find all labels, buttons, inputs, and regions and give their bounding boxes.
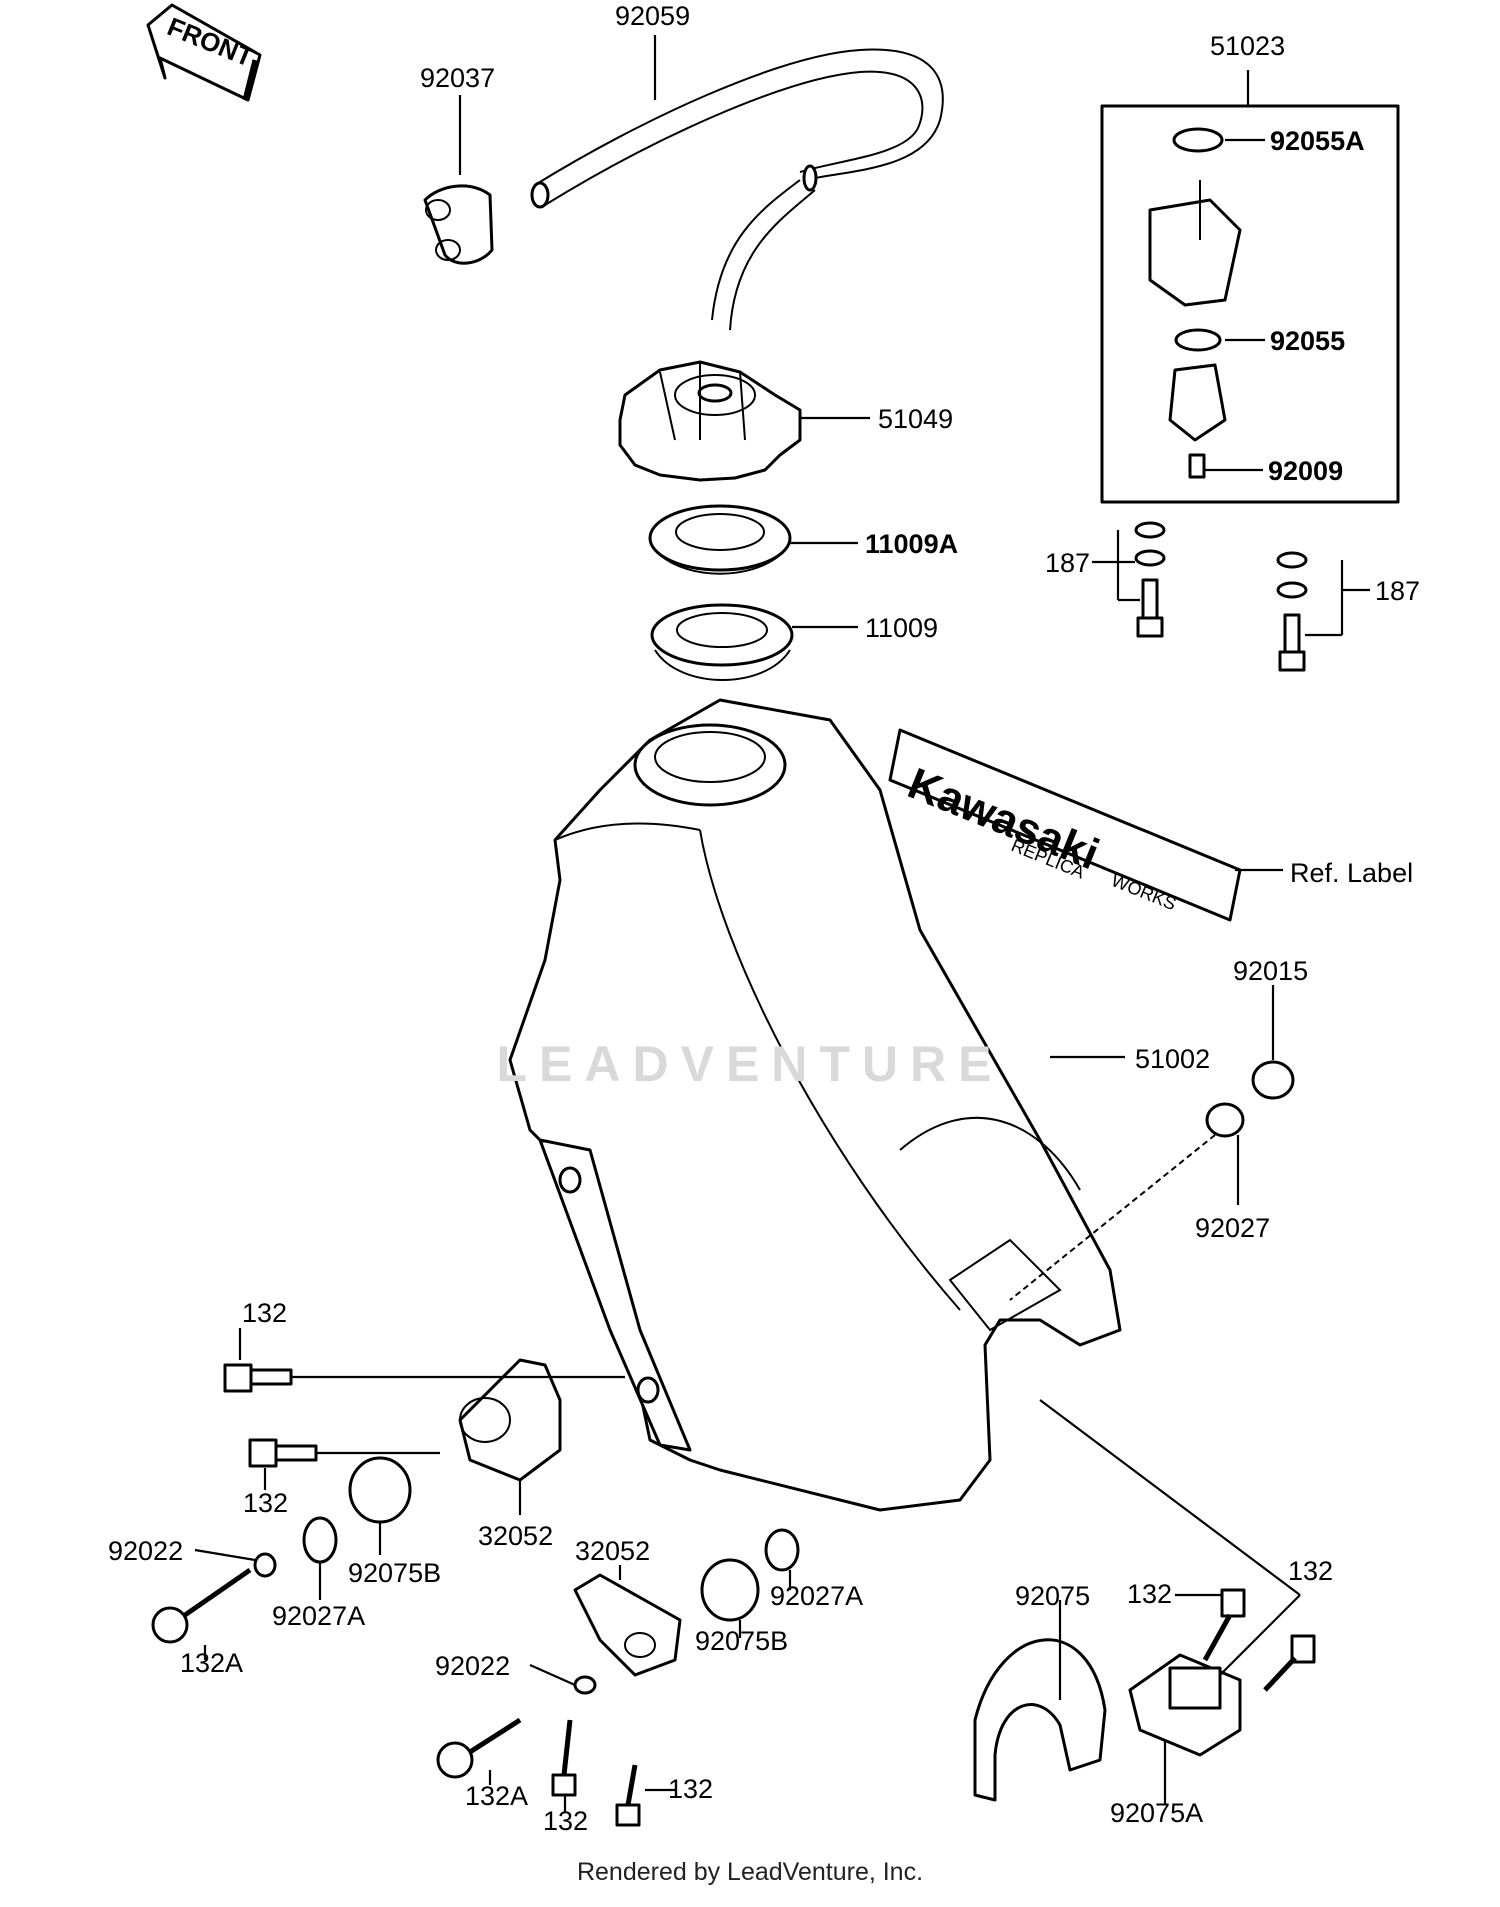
label-92037: 92037 <box>420 63 495 93</box>
label-92059: 92059 <box>615 1 690 31</box>
label-92075B-right: 92075B <box>695 1626 788 1656</box>
label-92075: 92075 <box>1015 1581 1090 1611</box>
fuel-cap <box>618 360 802 482</box>
label-11009: 11009 <box>865 613 938 643</box>
bolt-132-mid <box>551 1719 577 1797</box>
rubber-damper-right <box>573 1528 800 1695</box>
label-92015: 92015 <box>1233 956 1308 986</box>
bolt-132A-left <box>151 1567 252 1644</box>
cap-gasket-upper <box>648 504 792 575</box>
leader-lines <box>194 35 1370 1812</box>
bolt-132A-mid <box>436 1717 522 1779</box>
label-92022-mid: 92022 <box>435 1651 510 1681</box>
label-92075A: 92075A <box>1110 1798 1203 1828</box>
grommet-rear <box>1009 1060 1295 1301</box>
label-132A-left: 132A <box>180 1648 243 1678</box>
bolt-washer-set-right <box>1276 551 1308 672</box>
label-132-d: 132 <box>668 1774 713 1804</box>
label-51002: 51002 <box>1135 1044 1210 1074</box>
fuel-tank <box>508 698 1122 1512</box>
label-92055: 92055 <box>1270 326 1345 356</box>
label-92027: 92027 <box>1195 1213 1270 1243</box>
front-arrow-icon: FRONT <box>146 3 262 102</box>
label-92022-left: 92022 <box>108 1536 183 1566</box>
kawasaki-decal: Kawasaki WORKS REPLICA <box>888 728 1242 922</box>
cap-gasket-lower <box>650 603 794 681</box>
rear-damper-92075A <box>1039 1399 1316 1757</box>
label-92009: 92009 <box>1268 456 1343 486</box>
label-32052-left: 32052 <box>478 1521 553 1551</box>
footer-credit: Rendered by LeadVenture, Inc. <box>576 1858 924 1886</box>
label-132A-mid: 132A <box>465 1781 528 1811</box>
label-132-e: 132 <box>1127 1579 1172 1609</box>
label-11009A: 11009A <box>865 529 958 559</box>
bolt-washer-set-left <box>1134 521 1166 638</box>
label-187-left: 187 <box>1045 548 1090 578</box>
hose-clip <box>423 184 494 265</box>
bolt-132-lower <box>248 1438 440 1468</box>
bolt-132-bottom <box>615 1764 641 1827</box>
label-132-c: 132 <box>543 1806 588 1836</box>
label-132-f: 132 <box>1288 1556 1333 1586</box>
label-92055A: 92055A <box>1270 126 1365 156</box>
label-132-a: 132 <box>242 1298 287 1328</box>
bolt-132-top <box>223 1363 625 1393</box>
label-187-right: 187 <box>1375 576 1420 606</box>
label-32052-mid: 32052 <box>575 1536 650 1566</box>
label-51023: 51023 <box>1210 31 1285 61</box>
label-92075B-left: 92075B <box>348 1558 441 1588</box>
fuel-hose <box>530 48 944 331</box>
label-132-b: 132 <box>243 1488 288 1518</box>
fuel-tap-assembly <box>1100 104 1400 504</box>
label-92027A-left: 92027A <box>272 1601 365 1631</box>
rubber-cushion-92075 <box>973 1638 1107 1802</box>
label-92027A-right: 92027A <box>770 1581 863 1611</box>
label-51049: 51049 <box>878 404 953 434</box>
rubber-damper-left <box>253 1456 412 1578</box>
bracket-left <box>458 1358 562 1482</box>
label-ref-label: Ref. Label <box>1290 858 1413 888</box>
bracket-mid <box>573 1573 682 1677</box>
watermark: LEADVENTURE <box>496 1036 1004 1092</box>
